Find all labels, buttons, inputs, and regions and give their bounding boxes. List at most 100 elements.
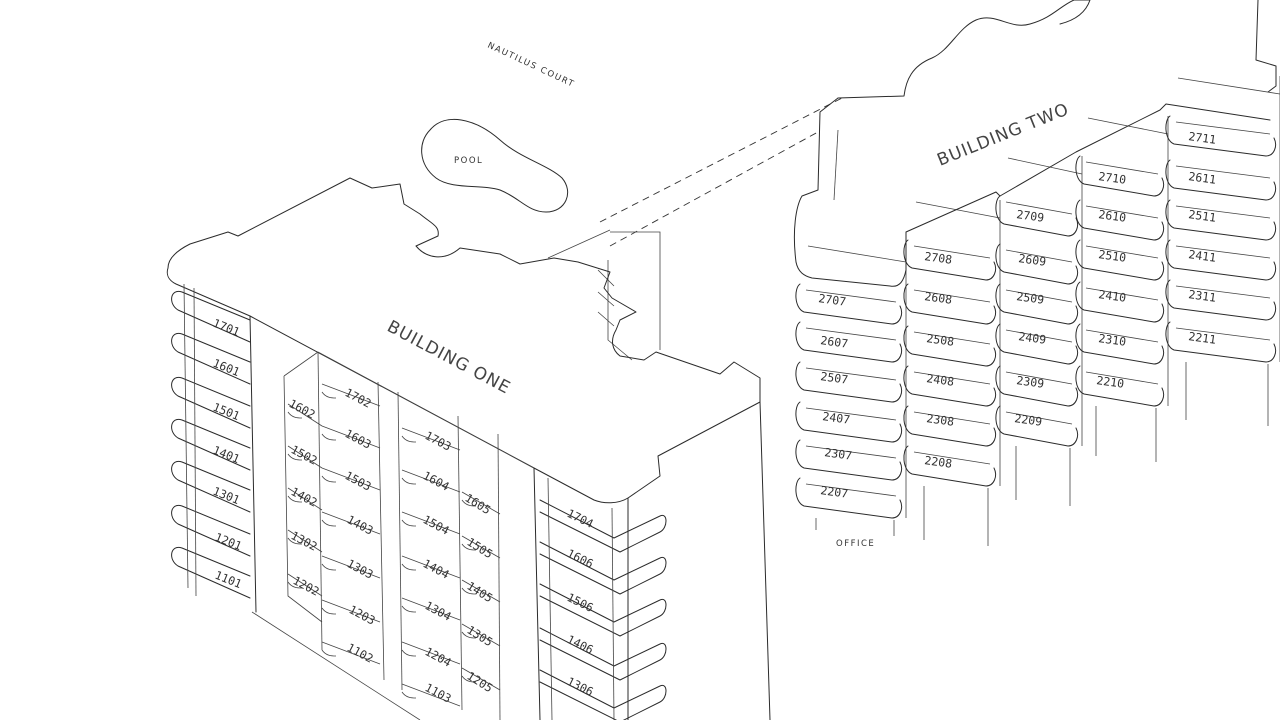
unit-label: 1403 [345, 512, 376, 537]
unit-label: 1306 [565, 674, 596, 699]
unit-label: 2707 [818, 291, 847, 309]
balcony-slab [1075, 199, 1165, 241]
unit-label: 2309 [1016, 373, 1045, 391]
balcony-slab [903, 325, 997, 367]
balcony-slab [795, 361, 903, 403]
balcony-slab [401, 555, 461, 579]
unit-label: 1501 [211, 400, 242, 423]
unit-label: 2511 [1188, 207, 1217, 225]
balcony-slab [1085, 245, 1159, 259]
balcony-slab [795, 103, 1271, 287]
balcony-slab [1085, 329, 1159, 343]
balcony-slab [1007, 157, 1083, 175]
balcony-slab [913, 289, 991, 303]
balcony-slab [401, 435, 417, 443]
balcony-slab [1165, 279, 1277, 321]
balcony-slab [287, 453, 303, 461]
unit-label: 1406 [565, 632, 596, 657]
unit-label: 2611 [1188, 169, 1217, 187]
balcony-slab [903, 239, 997, 281]
unit-label: 1102 [345, 640, 376, 665]
balcony-slab [171, 418, 251, 471]
unit-label: 2507 [820, 369, 849, 387]
balcony-slab [1075, 155, 1165, 197]
balcony-slab [1175, 285, 1271, 299]
balcony-slab [1175, 205, 1271, 219]
balcony-slab [401, 511, 461, 535]
balcony-slab [461, 491, 501, 515]
unit-label: 1304 [423, 598, 454, 623]
balcony-slab [805, 367, 897, 381]
street-label: NAUTILUS COURT [486, 41, 576, 90]
balcony-slab [401, 605, 417, 613]
balcony-slab [1085, 371, 1159, 385]
balcony-slab [903, 283, 997, 325]
building-one-label: BUILDING ONE [384, 317, 514, 399]
balcony-slab [461, 499, 477, 507]
balcony-slab [1005, 249, 1073, 263]
balcony-slab [287, 495, 303, 503]
pool-outline [421, 118, 568, 213]
balcony-slab [1075, 281, 1165, 323]
unit-label: 1103 [423, 680, 454, 705]
unit-label: 1702 [343, 385, 374, 410]
unit-label: 2310 [1098, 331, 1127, 349]
balcony-slab [401, 477, 417, 485]
unit-label: 1202 [291, 573, 322, 598]
unit-label: 1201 [213, 530, 244, 553]
balcony-slab [401, 649, 417, 657]
balcony-slab [1085, 161, 1159, 175]
balcony-slab [995, 283, 1079, 325]
unit-label: 1701 [211, 316, 242, 339]
balcony-slab [795, 401, 903, 443]
balcony-slab [1075, 239, 1165, 281]
balcony-slab [321, 467, 381, 491]
unit-label: 1602 [287, 396, 318, 421]
balcony-slab [287, 411, 303, 419]
balcony-slab [1075, 365, 1165, 407]
balcony-slab [913, 371, 991, 385]
unit-label: 2207 [820, 483, 849, 501]
balcony-slab [401, 683, 461, 707]
balcony-slab [287, 487, 323, 511]
balcony-slab [539, 627, 667, 681]
balcony-slab [321, 563, 337, 571]
balcony-slab [1075, 323, 1165, 365]
balcony-slab [461, 631, 477, 639]
balcony-slab [903, 365, 997, 407]
unit-label: 2710 [1098, 169, 1127, 187]
unit-label: 2307 [824, 445, 853, 463]
balcony-slab [461, 675, 477, 683]
balcony-slab [1177, 77, 1280, 95]
balcony-slab [321, 649, 337, 657]
balcony-slab [1165, 239, 1277, 281]
unit-label: 1204 [423, 644, 454, 669]
balcony-slab [795, 321, 903, 363]
unit-label: 2608 [924, 289, 953, 307]
balcony-slab [539, 541, 667, 595]
balcony-slab [401, 563, 417, 571]
building-two-label: BUILDING TWO [934, 99, 1072, 170]
unit-label: 2609 [1018, 251, 1047, 269]
unit-label: 2210 [1096, 373, 1125, 391]
balcony-slab [1165, 115, 1277, 157]
office-label: OFFICE [836, 539, 875, 549]
balcony-slab [539, 669, 667, 720]
balcony-slab [461, 623, 501, 647]
unit-label: 2509 [1016, 289, 1045, 307]
balcony-slab [913, 451, 991, 465]
balcony-slab [321, 391, 337, 399]
balcony-slab [795, 283, 903, 325]
balcony-slab [287, 529, 323, 553]
balcony-slab [183, 283, 189, 589]
unit-label: 2311 [1188, 287, 1217, 305]
unit-label: 2610 [1098, 207, 1127, 225]
balcony-slab [995, 195, 1079, 237]
unit-label: 1402 [289, 484, 320, 509]
unit-label: 1502 [289, 442, 320, 467]
balcony-slab [1165, 321, 1277, 363]
balcony-slab [1005, 371, 1073, 385]
balcony-slab [171, 332, 251, 385]
balcony-slab [795, 439, 903, 481]
balcony-slab [1175, 121, 1271, 135]
